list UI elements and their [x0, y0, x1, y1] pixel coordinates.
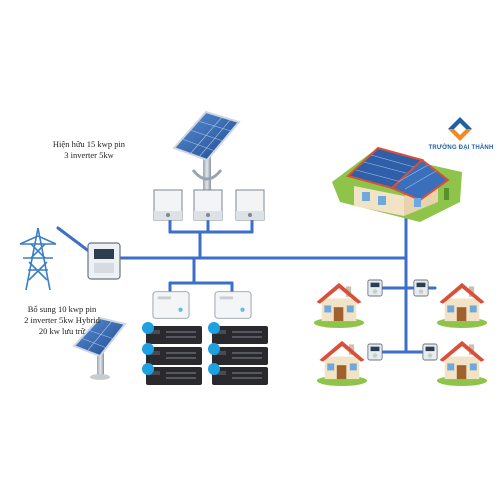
- addition-label-line-2: 2 inverter 5kw Hybrid: [24, 315, 100, 325]
- house-meter-1: [367, 279, 383, 297]
- battery-6: [212, 367, 268, 385]
- existing-inverter-3: [235, 189, 265, 221]
- existing-inverter-2: [193, 189, 223, 221]
- house-4: [436, 340, 488, 386]
- hybrid-inverter-2: [214, 291, 252, 319]
- battery-4: [212, 326, 268, 344]
- house-2: [436, 282, 488, 328]
- additional-solar-panel: [72, 316, 127, 380]
- hybrid-inverter-1: [152, 291, 190, 319]
- addition-system-label: Bổ sung 10 kwp pin 2 inverter 5kw Hybrid…: [2, 304, 122, 337]
- main-house: [332, 146, 462, 222]
- house-meter-3: [367, 343, 383, 361]
- addition-label-line-3: 20 kw lưu trữ: [38, 326, 86, 336]
- grid-meter: [87, 242, 121, 280]
- house-meter-2: [413, 279, 429, 297]
- existing-label-line-1: Hiện hữu 15 kwp pin: [52, 139, 126, 149]
- battery-3: [146, 367, 202, 385]
- house-meter-4: [422, 343, 438, 361]
- brand-logo-text: TRƯỜNG ĐẠI THÀNH: [428, 145, 494, 151]
- house-1: [313, 282, 365, 328]
- new-badges: [142, 322, 220, 375]
- existing-inverter-1: [153, 189, 183, 221]
- existing-solar-panel: [172, 110, 241, 216]
- battery-1: [146, 326, 202, 344]
- existing-label-line-2: 3 inverter 5kw: [64, 150, 114, 160]
- brand-logo-icon: [448, 117, 472, 141]
- battery-2: [146, 347, 202, 365]
- existing-system-label: Hiện hữu 15 kwp pin 3 inverter 5kw: [18, 139, 160, 161]
- battery-5: [212, 347, 268, 365]
- house-3: [316, 340, 368, 386]
- power-tower: [19, 227, 57, 291]
- addition-label-line-1: Bổ sung 10 kwp pin: [27, 304, 97, 314]
